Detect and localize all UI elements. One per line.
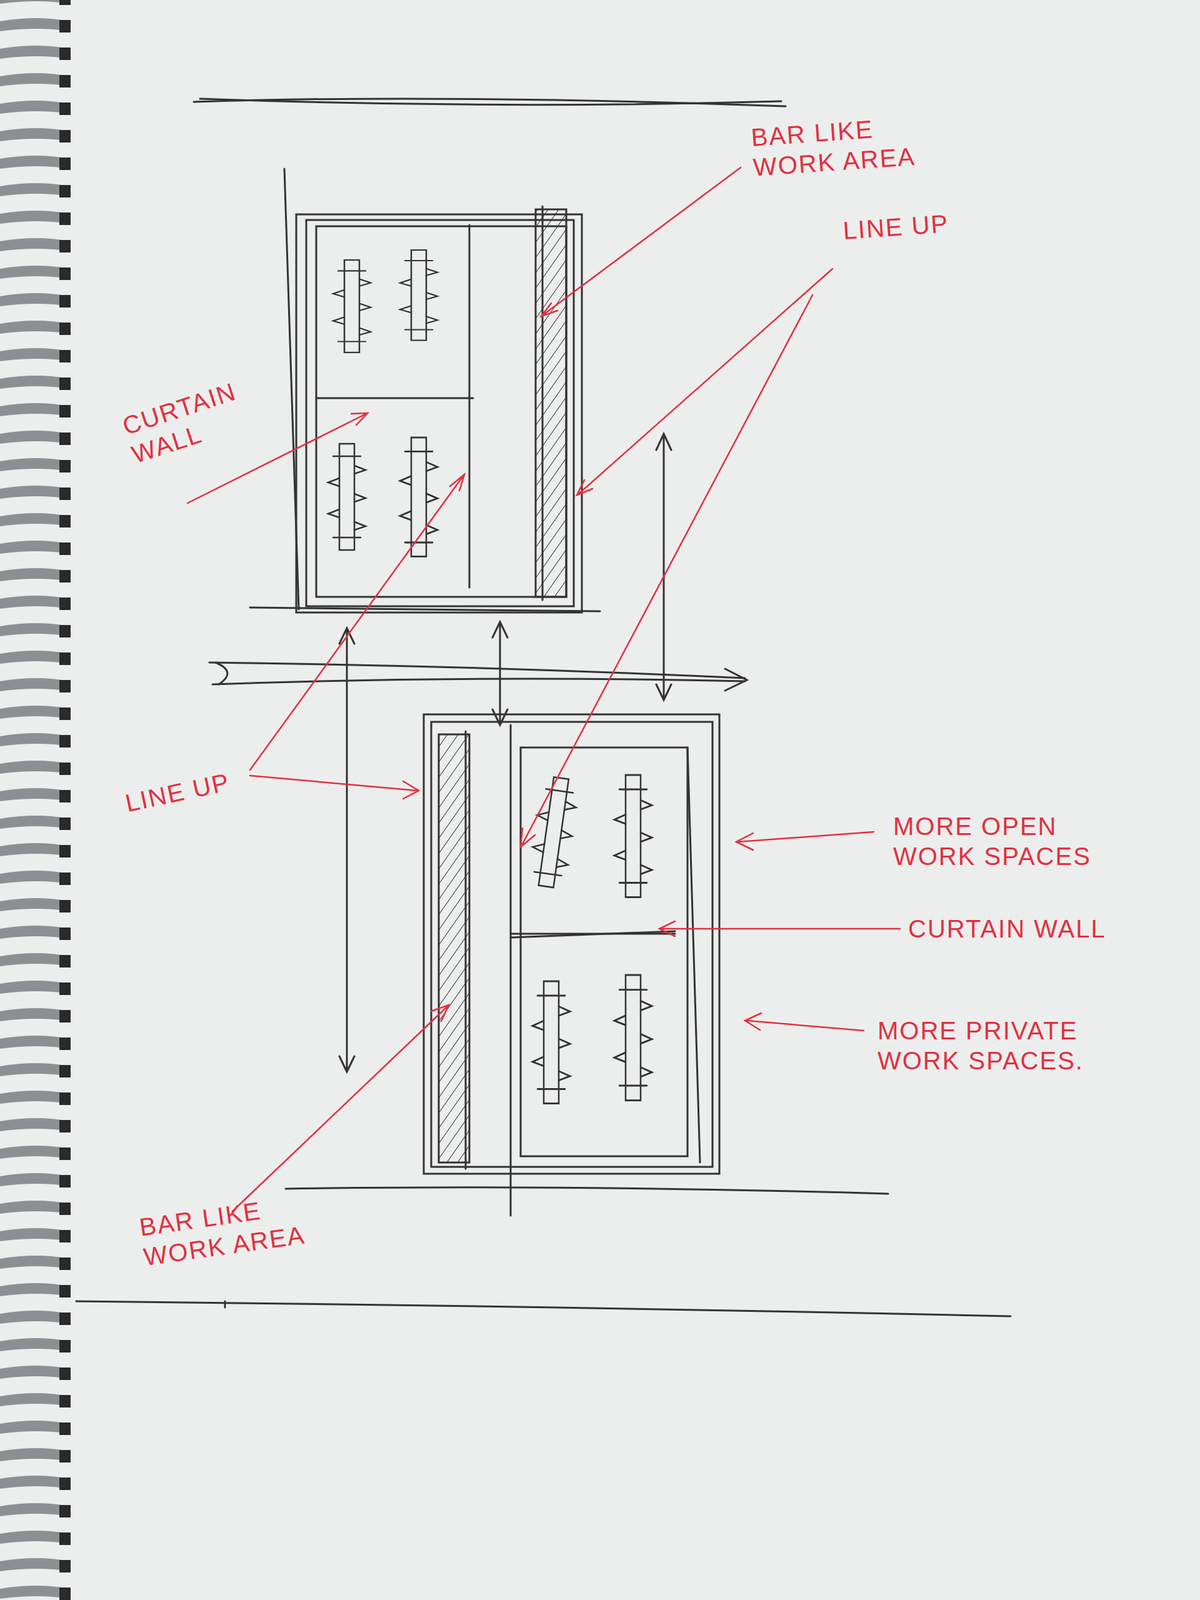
- callout-note: LINE UP: [841, 204, 1007, 246]
- callout-note: CURTAIN WALL: [908, 913, 1171, 944]
- callout-note: LINE UP: [122, 755, 288, 819]
- callout-note: BAR LIKE WORK AREA: [137, 1184, 344, 1272]
- pencil-lines: [76, 98, 1011, 1317]
- callout-note: CURTAIN WALL: [118, 370, 269, 470]
- callout-note: MORE PRIVATE WORK SPACES.: [877, 1015, 1115, 1076]
- callout-note: BAR LIKE WORK AREA: [750, 109, 942, 183]
- leader-lines: [187, 167, 900, 1212]
- callout-note: MORE OPEN WORK SPACES: [893, 811, 1106, 872]
- spiral-binding: [0, 0, 75, 1600]
